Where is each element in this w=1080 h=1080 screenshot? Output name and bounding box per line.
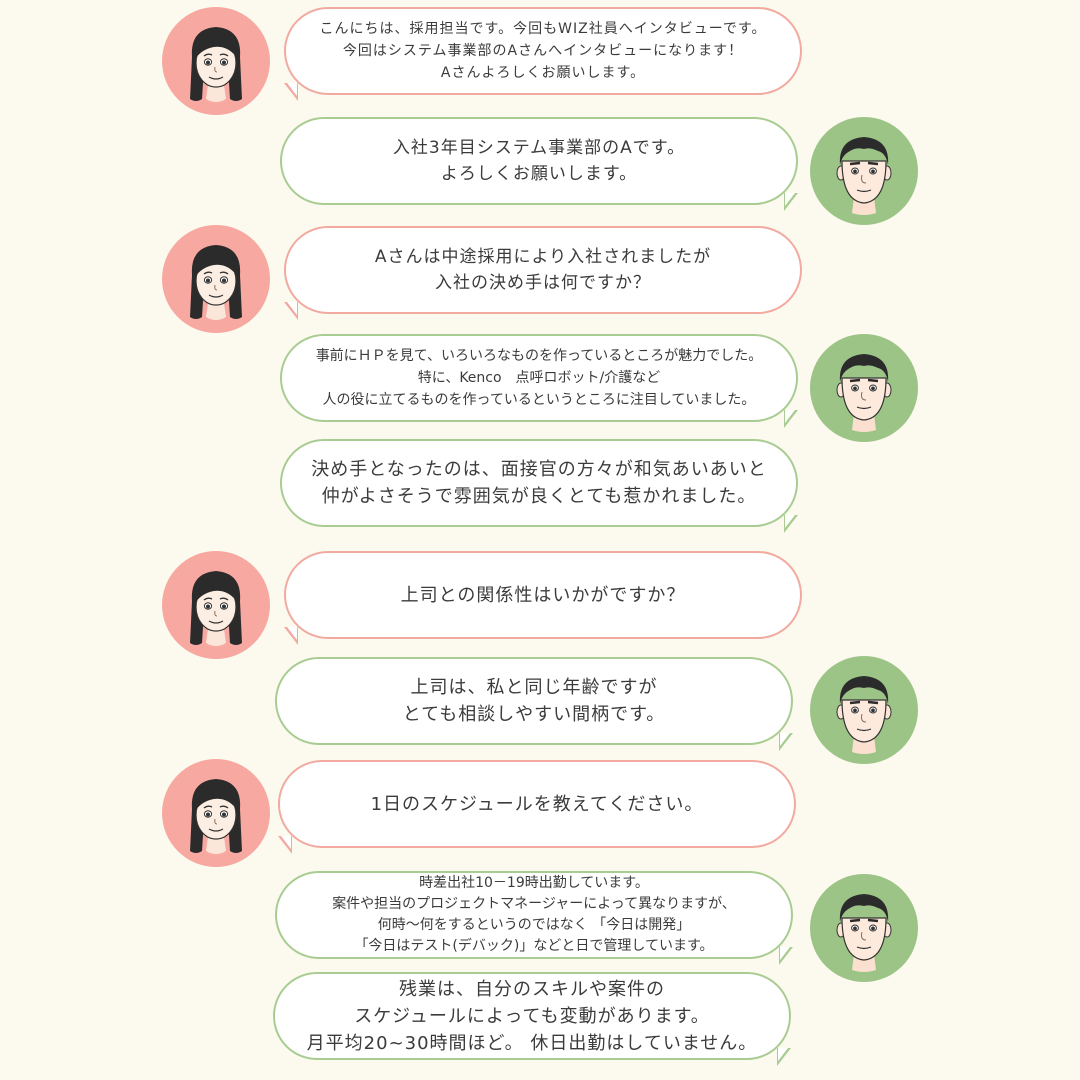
chat-bubble: こんにちは、採用担当です。今回もWIZ社員へインタビューです。 今回はシステム事… [284, 7, 802, 101]
chat-bubble: Aさんは中途採用により入社されましたが 入社の決め手は何ですか？ [284, 226, 802, 320]
bubble-line: よろしくお願いします。 [440, 164, 638, 184]
bubble-line: こんにちは、採用担当です。今回もWIZ社員へインタビューです。 [319, 21, 767, 37]
chat-bubble: 上司との関係性はいかがですか？ [284, 551, 802, 645]
chat-bubble: 決め手となったのは、面接官の方々が和気あいあいと 仲がよさそうで雰囲気が良くとて… [280, 439, 798, 533]
man-avatar-icon [835, 674, 893, 756]
woman-avatar-icon [189, 570, 243, 647]
bubble-line: 月平均20~30時間ほど。 休日出勤はしていません。 [306, 1032, 758, 1054]
chat-bubble: 上司は、私と同じ年齢ですが とても相談しやすい間柄です。 [275, 657, 793, 751]
interviewer-avatar [162, 7, 270, 115]
bubble-line: 入社の決め手は何ですか？ [435, 273, 651, 293]
interviewee-avatar [810, 334, 918, 442]
interviewer-avatar [162, 551, 270, 659]
chat-bubble: 残業は、自分のスキルや案件の スケジュールによっても変動があります。 月平均20… [273, 972, 791, 1066]
man-avatar-icon [835, 135, 893, 217]
bubble-line: 上司は、私と同じ年齢ですが [410, 677, 658, 698]
woman-avatar-icon [189, 26, 243, 103]
bubble-line: 入社3年目システム事業部のAです。 [392, 138, 686, 158]
chat-bubble: 事前にＨＰを見て、いろいろなものを作っているところが魅力でした。 特に、Kenc… [280, 334, 798, 428]
interviewee-avatar [810, 117, 918, 225]
bubble-line: 人の役に立てるものを作っているというところに注目していました。 [322, 392, 756, 408]
chat-bubble: 1日のスケジュールを教えてください。 [278, 760, 796, 854]
interviewer-avatar [162, 225, 270, 333]
bubble-line: とても相談しやすい間柄です。 [402, 704, 666, 725]
woman-avatar-icon [189, 778, 243, 855]
bubble-line: 案件や担当のプロジェクトマネージャーによって異なりますが、 [332, 896, 736, 912]
bubble-line: 残業は、自分のスキルや案件の [399, 978, 665, 1000]
bubble-line: 「今日はテスト(デバック)」などと日で管理しています。 [354, 938, 714, 954]
bubble-line: 1日のスケジュールを教えてください。 [370, 793, 704, 815]
bubble-line: 仲がよさそうで雰囲気が良くとても惹かれました。 [321, 486, 757, 507]
man-avatar-icon [835, 892, 893, 974]
bubble-line: 上司との関係性はいかがですか？ [400, 584, 686, 606]
woman-avatar-icon [189, 244, 243, 321]
interviewer-avatar [162, 759, 270, 867]
bubble-line: スケジュールによっても変動があります。 [354, 1005, 710, 1027]
chat-bubble: 入社3年目システム事業部のAです。 よろしくお願いします。 [280, 117, 798, 211]
bubble-line: 特に、Kenco 点呼ロボット/介護など [417, 370, 661, 386]
bubble-line: 事前にＨＰを見て、いろいろなものを作っているところが魅力でした。 [315, 348, 763, 364]
man-avatar-icon [835, 352, 893, 434]
bubble-line: 今回はシステム事業部のAさんへインタビューになります！ [342, 43, 744, 59]
chat-bubble: 時差出社10－19時出勤しています。 案件や担当のプロジェクトマネージャーによっ… [275, 871, 793, 965]
bubble-line: Aさんよろしくお願いします。 [440, 65, 646, 81]
bubble-line: 決め手となったのは、面接官の方々が和気あいあいと [311, 459, 767, 480]
bubble-line: 時差出社10－19時出勤しています。 [419, 875, 649, 891]
interviewee-avatar [810, 874, 918, 982]
bubble-line: Aさんは中途採用により入社されましたが [374, 247, 712, 267]
interviewee-avatar [810, 656, 918, 764]
bubble-line: 何時～何をするというのではなく 「今日は開発」 [377, 917, 691, 933]
